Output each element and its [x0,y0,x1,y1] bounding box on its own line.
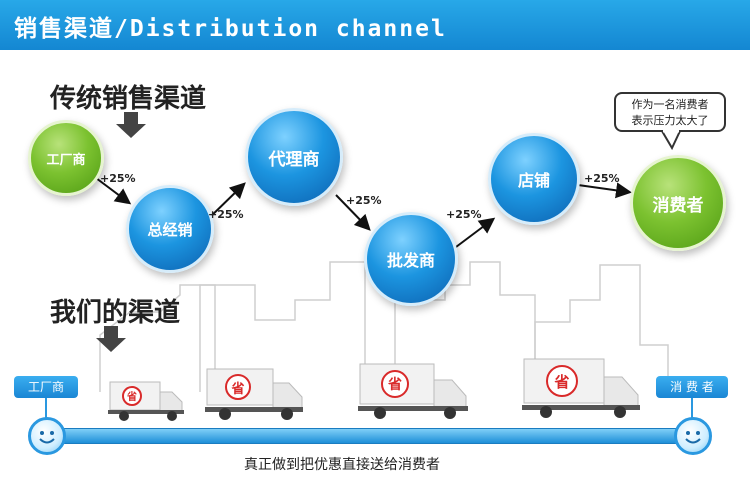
end-label-consumer: 消 费 者 [656,376,728,398]
header-bar: 销售渠道/Distribution channel [0,0,750,50]
smiley-icon [28,417,66,455]
our-channel-title: 我们的渠道 [50,298,181,328]
node-wholesaler: 批发商 [364,212,458,306]
start-label-factory: 工厂商 [14,376,78,398]
page-title: 销售渠道/Distribution channel [14,16,447,42]
traditional-channel-title: 传统销售渠道 [50,84,207,114]
smiley-icon [674,417,712,455]
node-consumer: 消费者 [630,155,726,251]
truck-mark: 省 [388,377,402,393]
node-store: 店铺 [488,133,580,225]
node-distributor: 总经销 [126,185,214,273]
delivery-truck-icon [358,363,468,419]
markup-label: +25% [346,194,382,207]
speech-bubble: 作为一名消费者 表示压力太大了 [614,92,726,132]
delivery-truck-icon [205,368,303,420]
markup-label: +25% [100,172,136,185]
bubble-line: 作为一名消费者 [631,98,709,111]
node-factory: 工厂商 [28,120,104,196]
bottom-caption: 真正做到把优惠直接送给消费者 [244,457,440,473]
truck-mark: 省 [231,382,245,397]
bubble-line: 表示压力太大了 [631,114,709,127]
truck-mark: 省 [127,392,137,403]
truck-mark: 省 [554,373,570,391]
down-arrow-icon [116,112,146,138]
markup-label: +25% [446,208,482,221]
delivery-truck-icon [522,358,640,418]
delivery-truck-icon [108,381,184,421]
markup-label: +25% [584,172,620,185]
node-agent: 代理商 [245,108,343,206]
markup-label: +25% [208,208,244,221]
down-arrow-icon [96,326,126,352]
